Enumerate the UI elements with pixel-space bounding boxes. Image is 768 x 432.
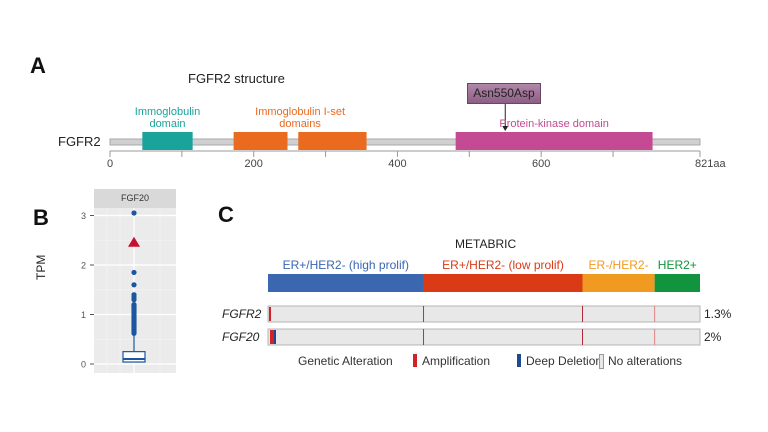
subtype-label: HER2+ (657, 258, 697, 272)
subtype-label: ER+/HER2- (high prolif) (282, 258, 409, 272)
panel-b-label: B (33, 205, 49, 230)
deep-deletion-mark (274, 330, 276, 344)
facet-label: FGF20 (120, 193, 149, 203)
amplification-mark (270, 330, 274, 344)
amplification-mark (269, 307, 271, 321)
legend-item-label: Deep Deletion (526, 354, 603, 368)
domain-label: Immoglobulin (134, 106, 201, 118)
domain-label: Protein-kinase domain (499, 118, 609, 130)
legend-item-label: No alterations (608, 354, 683, 368)
subtype-segment (268, 274, 424, 292)
highlight-triangle-marker (128, 236, 140, 247)
plot-background (94, 208, 176, 373)
subtype-segment (654, 274, 700, 292)
domain-block (233, 132, 288, 150)
domain-block (298, 132, 367, 150)
domain-label: domains (279, 118, 321, 130)
outlier-point (131, 282, 137, 288)
domain-label: domain (149, 118, 186, 130)
subtype-label: ER-/HER2- (588, 258, 649, 272)
subtype-label: ER+/HER2- (low prolif) (442, 258, 564, 272)
fgfr2-structure-diagram (109, 103, 701, 157)
outlier-point (131, 210, 137, 216)
subtype-segment (582, 274, 655, 292)
gene-row-label: FGFR2 (222, 307, 262, 321)
box (122, 351, 146, 363)
axis-tick-label: 200 (244, 158, 263, 170)
legend-swatch (413, 354, 417, 367)
y-tick-label: 2 (81, 261, 86, 271)
axis-tick-label: 600 (531, 158, 551, 170)
domain-label: Immoglobulin I-set (255, 106, 346, 118)
subtype-segment (423, 274, 583, 292)
oncoprint (267, 274, 701, 346)
protein-backbone (109, 138, 701, 146)
arrow-head-icon (502, 126, 509, 131)
legend-item-label: Amplification (422, 354, 491, 368)
outlier-point (131, 269, 137, 276)
alteration-percent: 2% (704, 330, 722, 344)
gene-track (267, 305, 701, 323)
gene-track (267, 328, 701, 346)
y-tick-label: 3 (81, 211, 86, 221)
gene-row-label: FGF20 (222, 330, 260, 344)
legend-swatch (517, 354, 521, 367)
outlier-point (131, 329, 137, 335)
axis-tick-label: 400 (388, 158, 407, 170)
domain-block (455, 132, 653, 150)
legend-swatch (599, 354, 604, 369)
legend-title: Genetic Alteration (298, 354, 393, 368)
y-tick-label: 1 (81, 310, 86, 320)
alteration-percent: 1.3% (704, 307, 732, 321)
domain-block (142, 132, 193, 150)
axis-tick-label: 0 (106, 158, 114, 170)
panel-a-label: A (30, 53, 46, 78)
gene-label-fgfr2: FGFR2 (58, 134, 101, 149)
panel-c-title: METABRIC (455, 237, 517, 251)
y-tick-label: 0 (81, 360, 86, 370)
panel-c-label: C (218, 202, 234, 227)
mutation-label: Asn550Asp (467, 83, 541, 104)
boxplot: 0 1 2 3 (81, 208, 176, 373)
outlier-point (131, 297, 137, 303)
facet-strip: FGF20 (94, 189, 176, 208)
panel-a-title: FGFR2 structure (188, 71, 285, 86)
axis-tick-label: 821aa (695, 158, 726, 170)
